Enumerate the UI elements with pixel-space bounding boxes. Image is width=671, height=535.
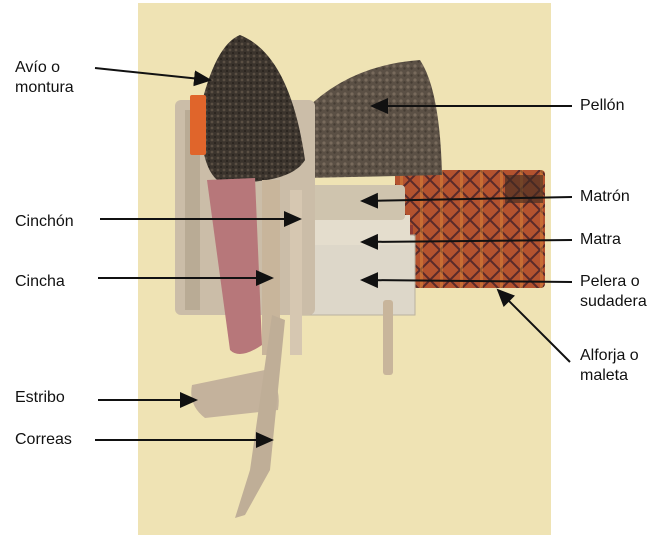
right-strap-shape bbox=[383, 300, 393, 375]
cinchon-strap-2 bbox=[290, 190, 302, 355]
label-matra: Matra bbox=[580, 230, 621, 250]
saddlebag-shape bbox=[395, 170, 545, 308]
orange-accent bbox=[190, 95, 206, 155]
label-alforja: Alforja o maleta bbox=[580, 346, 639, 386]
label-pelera: Pelera o sudadera bbox=[580, 272, 647, 312]
label-correas: Correas bbox=[15, 430, 72, 450]
label-estribo: Estribo bbox=[15, 388, 65, 408]
label-avio: Avío o montura bbox=[15, 58, 74, 98]
label-pellon: Pellón bbox=[580, 96, 624, 116]
label-matron: Matrón bbox=[580, 187, 630, 207]
matron-shape bbox=[305, 185, 405, 220]
label-cincha: Cincha bbox=[15, 272, 65, 292]
label-cinchon: Cinchón bbox=[15, 212, 74, 232]
